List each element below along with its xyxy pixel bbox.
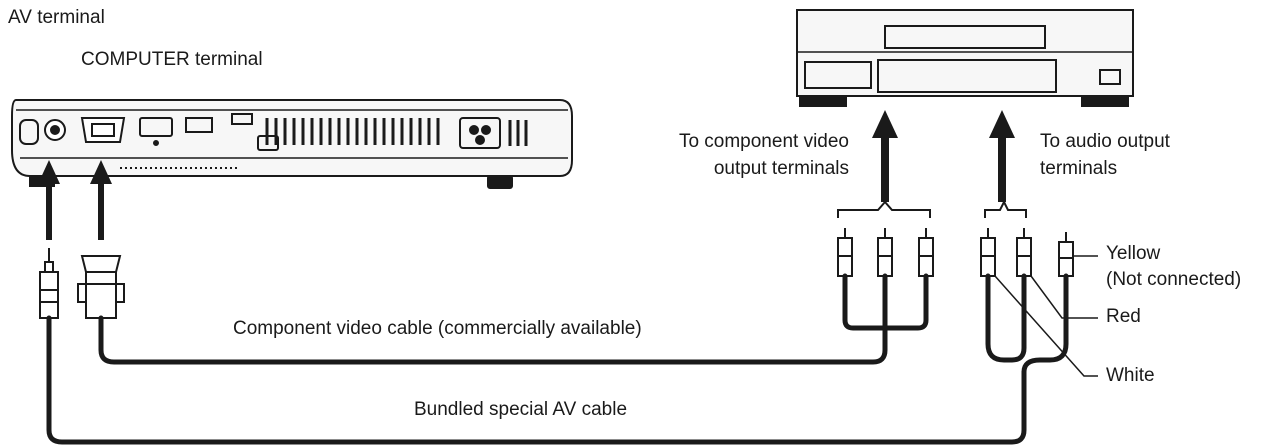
video-device-icon	[796, 9, 1134, 107]
component-output-label-line2: output terminals	[713, 158, 849, 179]
av-terminal-label: AV terminal	[8, 7, 105, 28]
audio-output-label-line2: terminals	[1040, 158, 1118, 179]
brace-lines	[837, 199, 1027, 218]
component-cable-label: Component video cable (commercially avai…	[233, 318, 642, 339]
component-output-label-line1: To component video	[678, 131, 849, 152]
yellow-label: Yellow	[1106, 243, 1161, 264]
white-label: White	[1106, 365, 1155, 386]
d-sub-plug-icon	[77, 255, 125, 319]
red-label: Red	[1106, 306, 1141, 327]
computer-terminal-label: COMPUTER terminal	[81, 49, 263, 70]
yellow-not-connected-label: (Not connected)	[1106, 269, 1242, 290]
rca-plug-icon	[837, 228, 934, 277]
projector-icon	[11, 99, 573, 189]
minijack-plug-icon	[39, 248, 59, 319]
cables	[46, 273, 1069, 445]
audio-output-label-line1: To audio output	[1040, 131, 1170, 152]
av-cable-label: Bundled special AV cable	[414, 399, 628, 420]
leader-lines	[994, 255, 1098, 377]
arrow-up-icon	[38, 110, 1015, 240]
audio-rca-plugs	[980, 228, 1074, 277]
